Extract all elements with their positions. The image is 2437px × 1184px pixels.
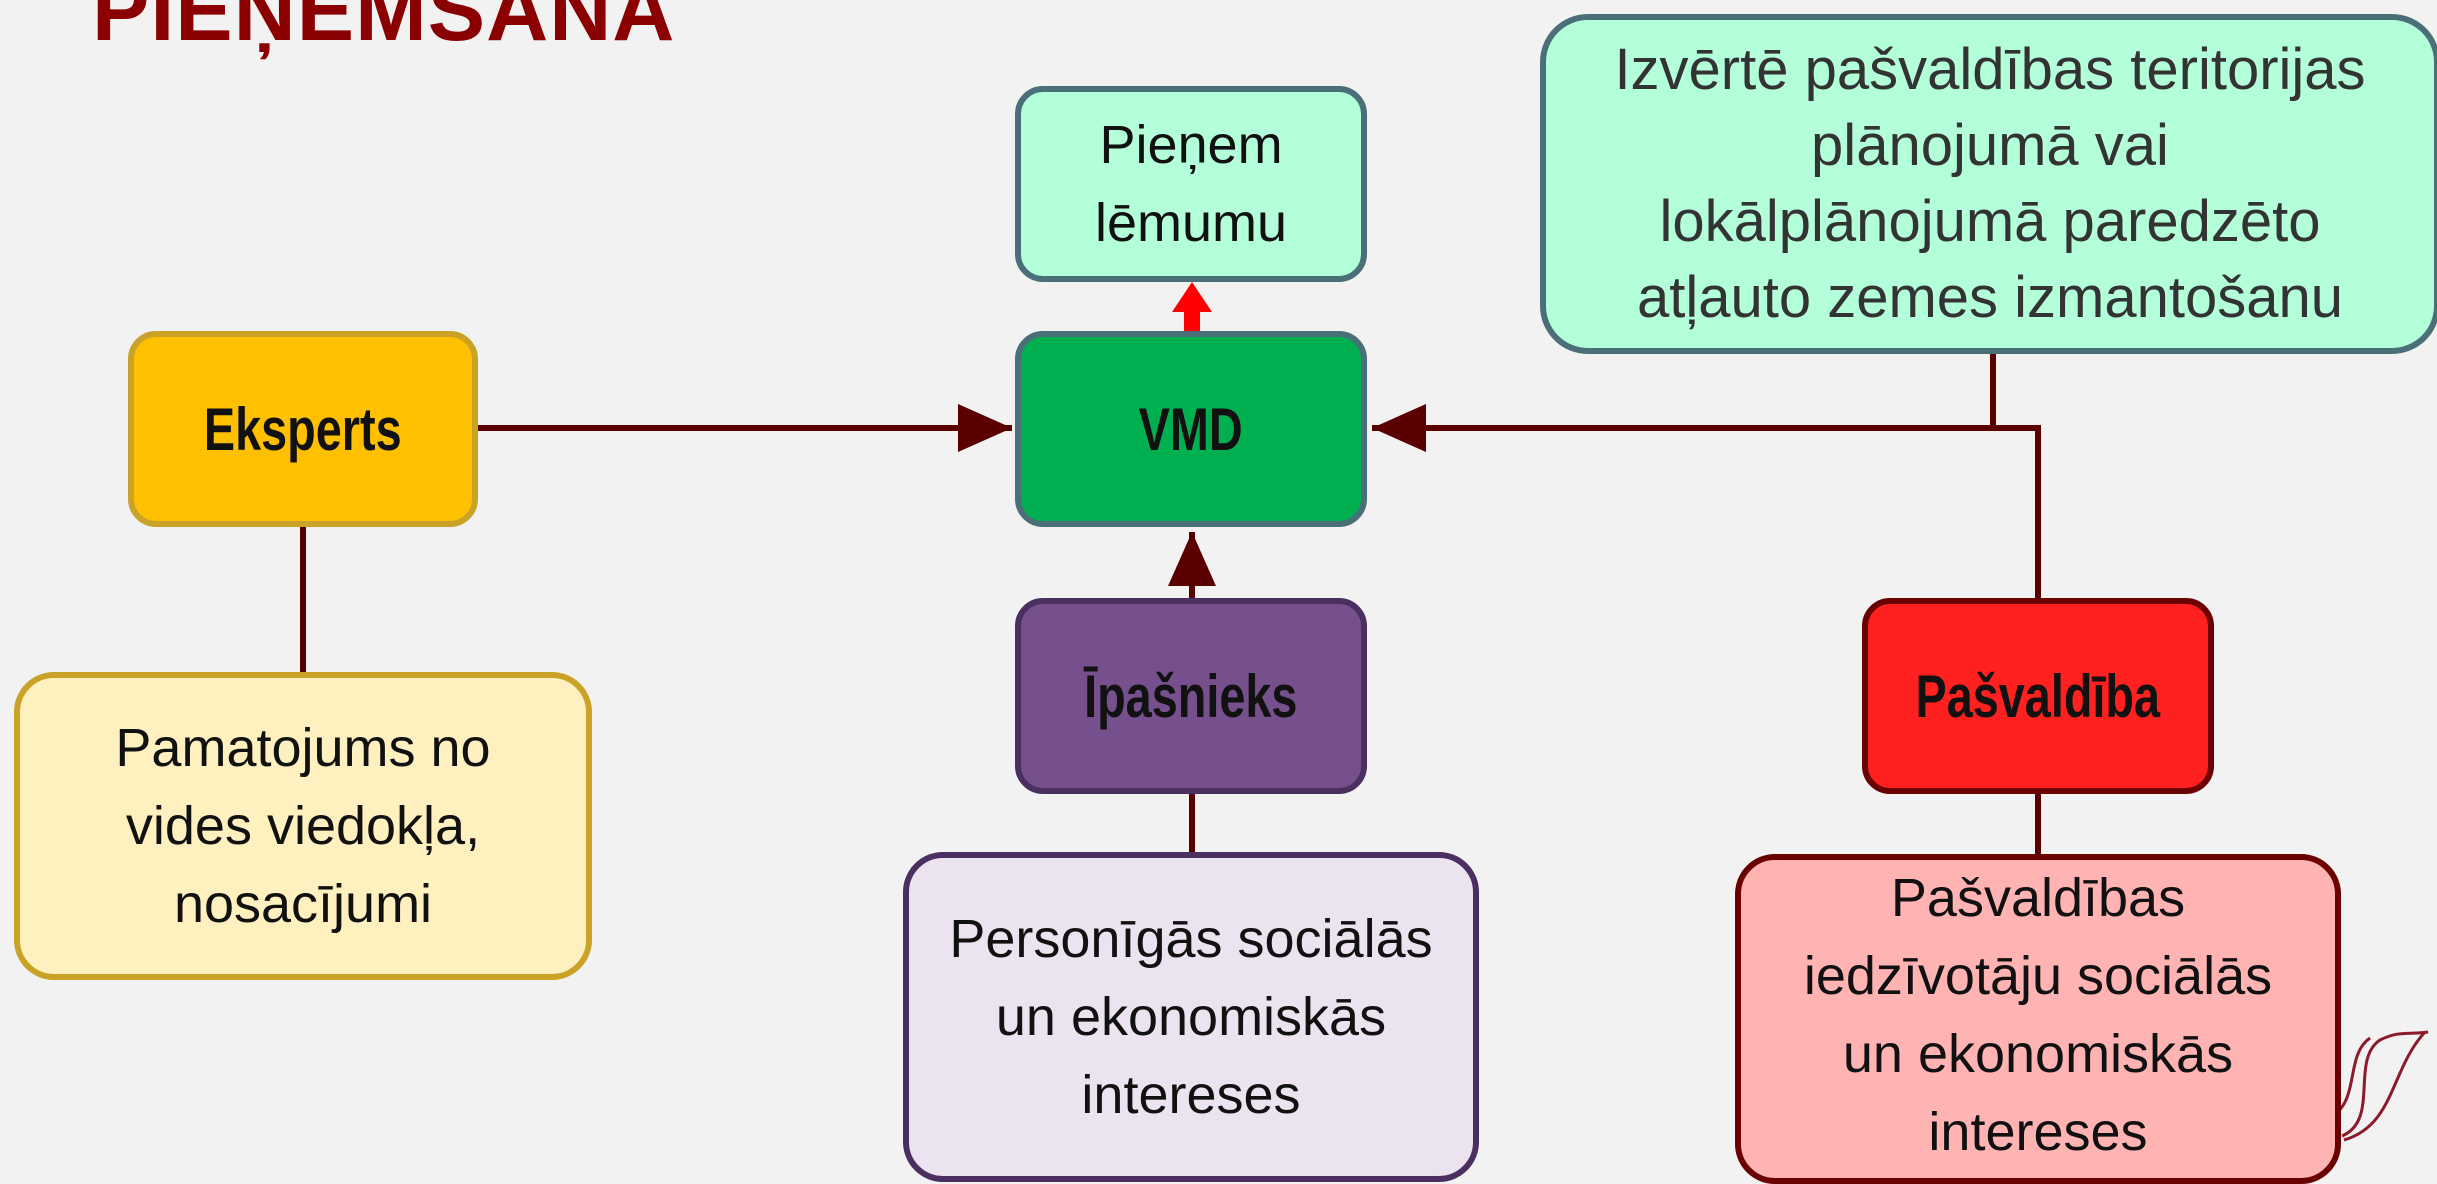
decision-box: Pieņem lēmumu <box>1015 86 1367 282</box>
evaluation-line: Izvērtē pašvaldības teritorijas <box>1614 37 2366 102</box>
page-title: PIEŅEMŠANA <box>92 0 676 59</box>
justification-line: Pamatojums no <box>115 718 491 778</box>
vmd-label: VMD <box>1138 395 1244 463</box>
municipal-interests-line: intereses <box>1928 1102 2148 1162</box>
expert-node: Eksperts <box>128 331 478 527</box>
evaluation-box: Izvērtē pašvaldības teritorijas plānojum… <box>1540 14 2437 354</box>
decorative-curl-icon <box>2331 1030 2429 1142</box>
owner-node: Īpašnieks <box>1015 598 1367 794</box>
personal-interests-line: un ekonomiskās <box>995 987 1387 1047</box>
owner-label: Īpašnieks <box>1084 662 1298 730</box>
vmd-node: VMD <box>1015 331 1367 527</box>
municipal-interests-box: Pašvaldības iedzīvotāju sociālās un ekon… <box>1735 854 2341 1184</box>
justification-line: vides viedokļa, <box>125 796 481 856</box>
municipal-interests-line: iedzīvotāju sociālās <box>1803 946 2273 1006</box>
evaluation-line: lokālplānojumā paredzēto <box>1659 189 2321 254</box>
municipal-interests-line: un ekonomiskās <box>1842 1024 2234 1084</box>
decision-line: lēmumu <box>1094 193 1288 253</box>
justification-box: Pamatojums no vides viedokļa, nosacījumi <box>14 672 592 980</box>
justification-line: nosacījumi <box>173 874 433 934</box>
expert-label: Eksperts <box>204 395 402 463</box>
municipality-label: Pašvaldība <box>1915 662 2161 730</box>
evaluation-line: atļauto zemes izmantošanu <box>1636 265 2344 330</box>
personal-interests-line: intereses <box>1081 1065 1301 1125</box>
personal-interests-line: Personīgās sociālās <box>949 909 1433 969</box>
decision-line: Pieņem <box>1099 115 1283 175</box>
evaluation-line: plānojumā vai <box>1811 113 2169 178</box>
municipality-node: Pašvaldība <box>1862 598 2214 794</box>
municipal-interests-line: Pašvaldības <box>1890 868 2186 928</box>
decision-arrow <box>1172 282 1212 334</box>
connector-pasvaldiba-vmd <box>1372 404 2041 598</box>
personal-interests-box: Personīgās sociālās un ekonomiskās inter… <box>903 852 1479 1182</box>
